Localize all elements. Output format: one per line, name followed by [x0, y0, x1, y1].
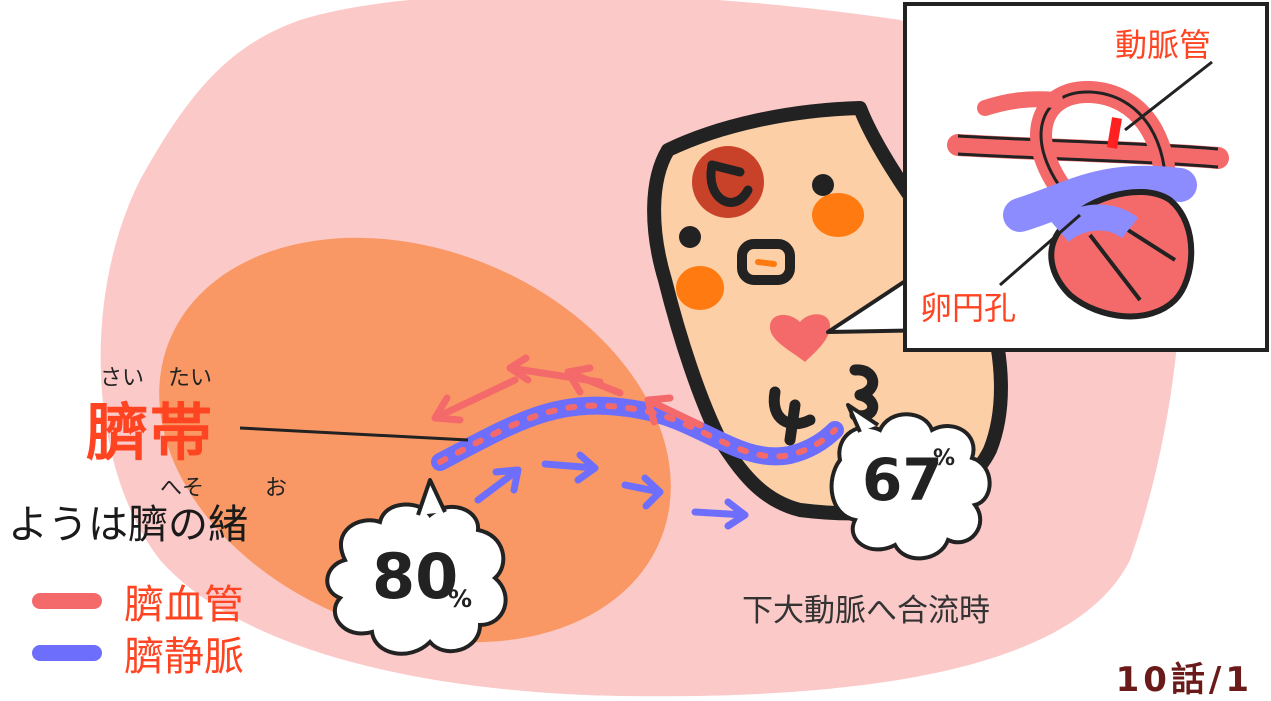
ductus-label: 動脈管: [1115, 26, 1212, 64]
legend-label: 臍血管: [124, 582, 244, 628]
baby-cheek: [812, 193, 864, 237]
diagram-title: 臍帯: [86, 396, 215, 469]
foramen-label: 卵円孔: [920, 289, 1017, 327]
baby-cheek: [676, 266, 724, 310]
title-ruby: たい: [168, 366, 213, 391]
legend-swatch: [32, 593, 102, 609]
heart-icon: [769, 314, 831, 362]
title-leader: [239, 426, 469, 442]
venous-flow-arrows: [474, 451, 749, 530]
diagram-subtitle: ようは臍の緒: [8, 502, 248, 548]
baby-hand: [768, 386, 816, 446]
percent-bubble-baby: [829, 403, 992, 561]
baby-eye: [812, 174, 834, 196]
page-number: 10話/1: [1115, 660, 1253, 700]
legend-item-vein: 臍静脈: [32, 624, 244, 682]
legend-label: 臍静脈: [124, 634, 244, 680]
percent-value-placenta: 80: [372, 540, 459, 613]
ductus-arteriosus: [1107, 117, 1122, 149]
arterial-flow-arrows: [431, 354, 704, 429]
percent-unit-placenta: %: [448, 585, 473, 613]
placenta: [159, 237, 671, 643]
subtitle-ruby: へそ: [160, 476, 205, 501]
head-mark: [692, 146, 764, 218]
percent-unit-baby: %: [933, 446, 956, 471]
title-ruby: さい: [100, 366, 145, 391]
caption: 下大動脈へ合流時: [742, 593, 990, 629]
legend-swatch: [32, 645, 102, 661]
umbilical-cord: [431, 396, 844, 471]
baby-eye: [679, 226, 701, 248]
percent-bubble-placenta: [325, 478, 508, 656]
legend-item-artery: 臍血管: [32, 572, 244, 630]
heart-inset-panel: [903, 2, 1269, 352]
subtitle-ruby: お: [265, 476, 288, 501]
percent-value-baby: 67: [862, 446, 943, 514]
